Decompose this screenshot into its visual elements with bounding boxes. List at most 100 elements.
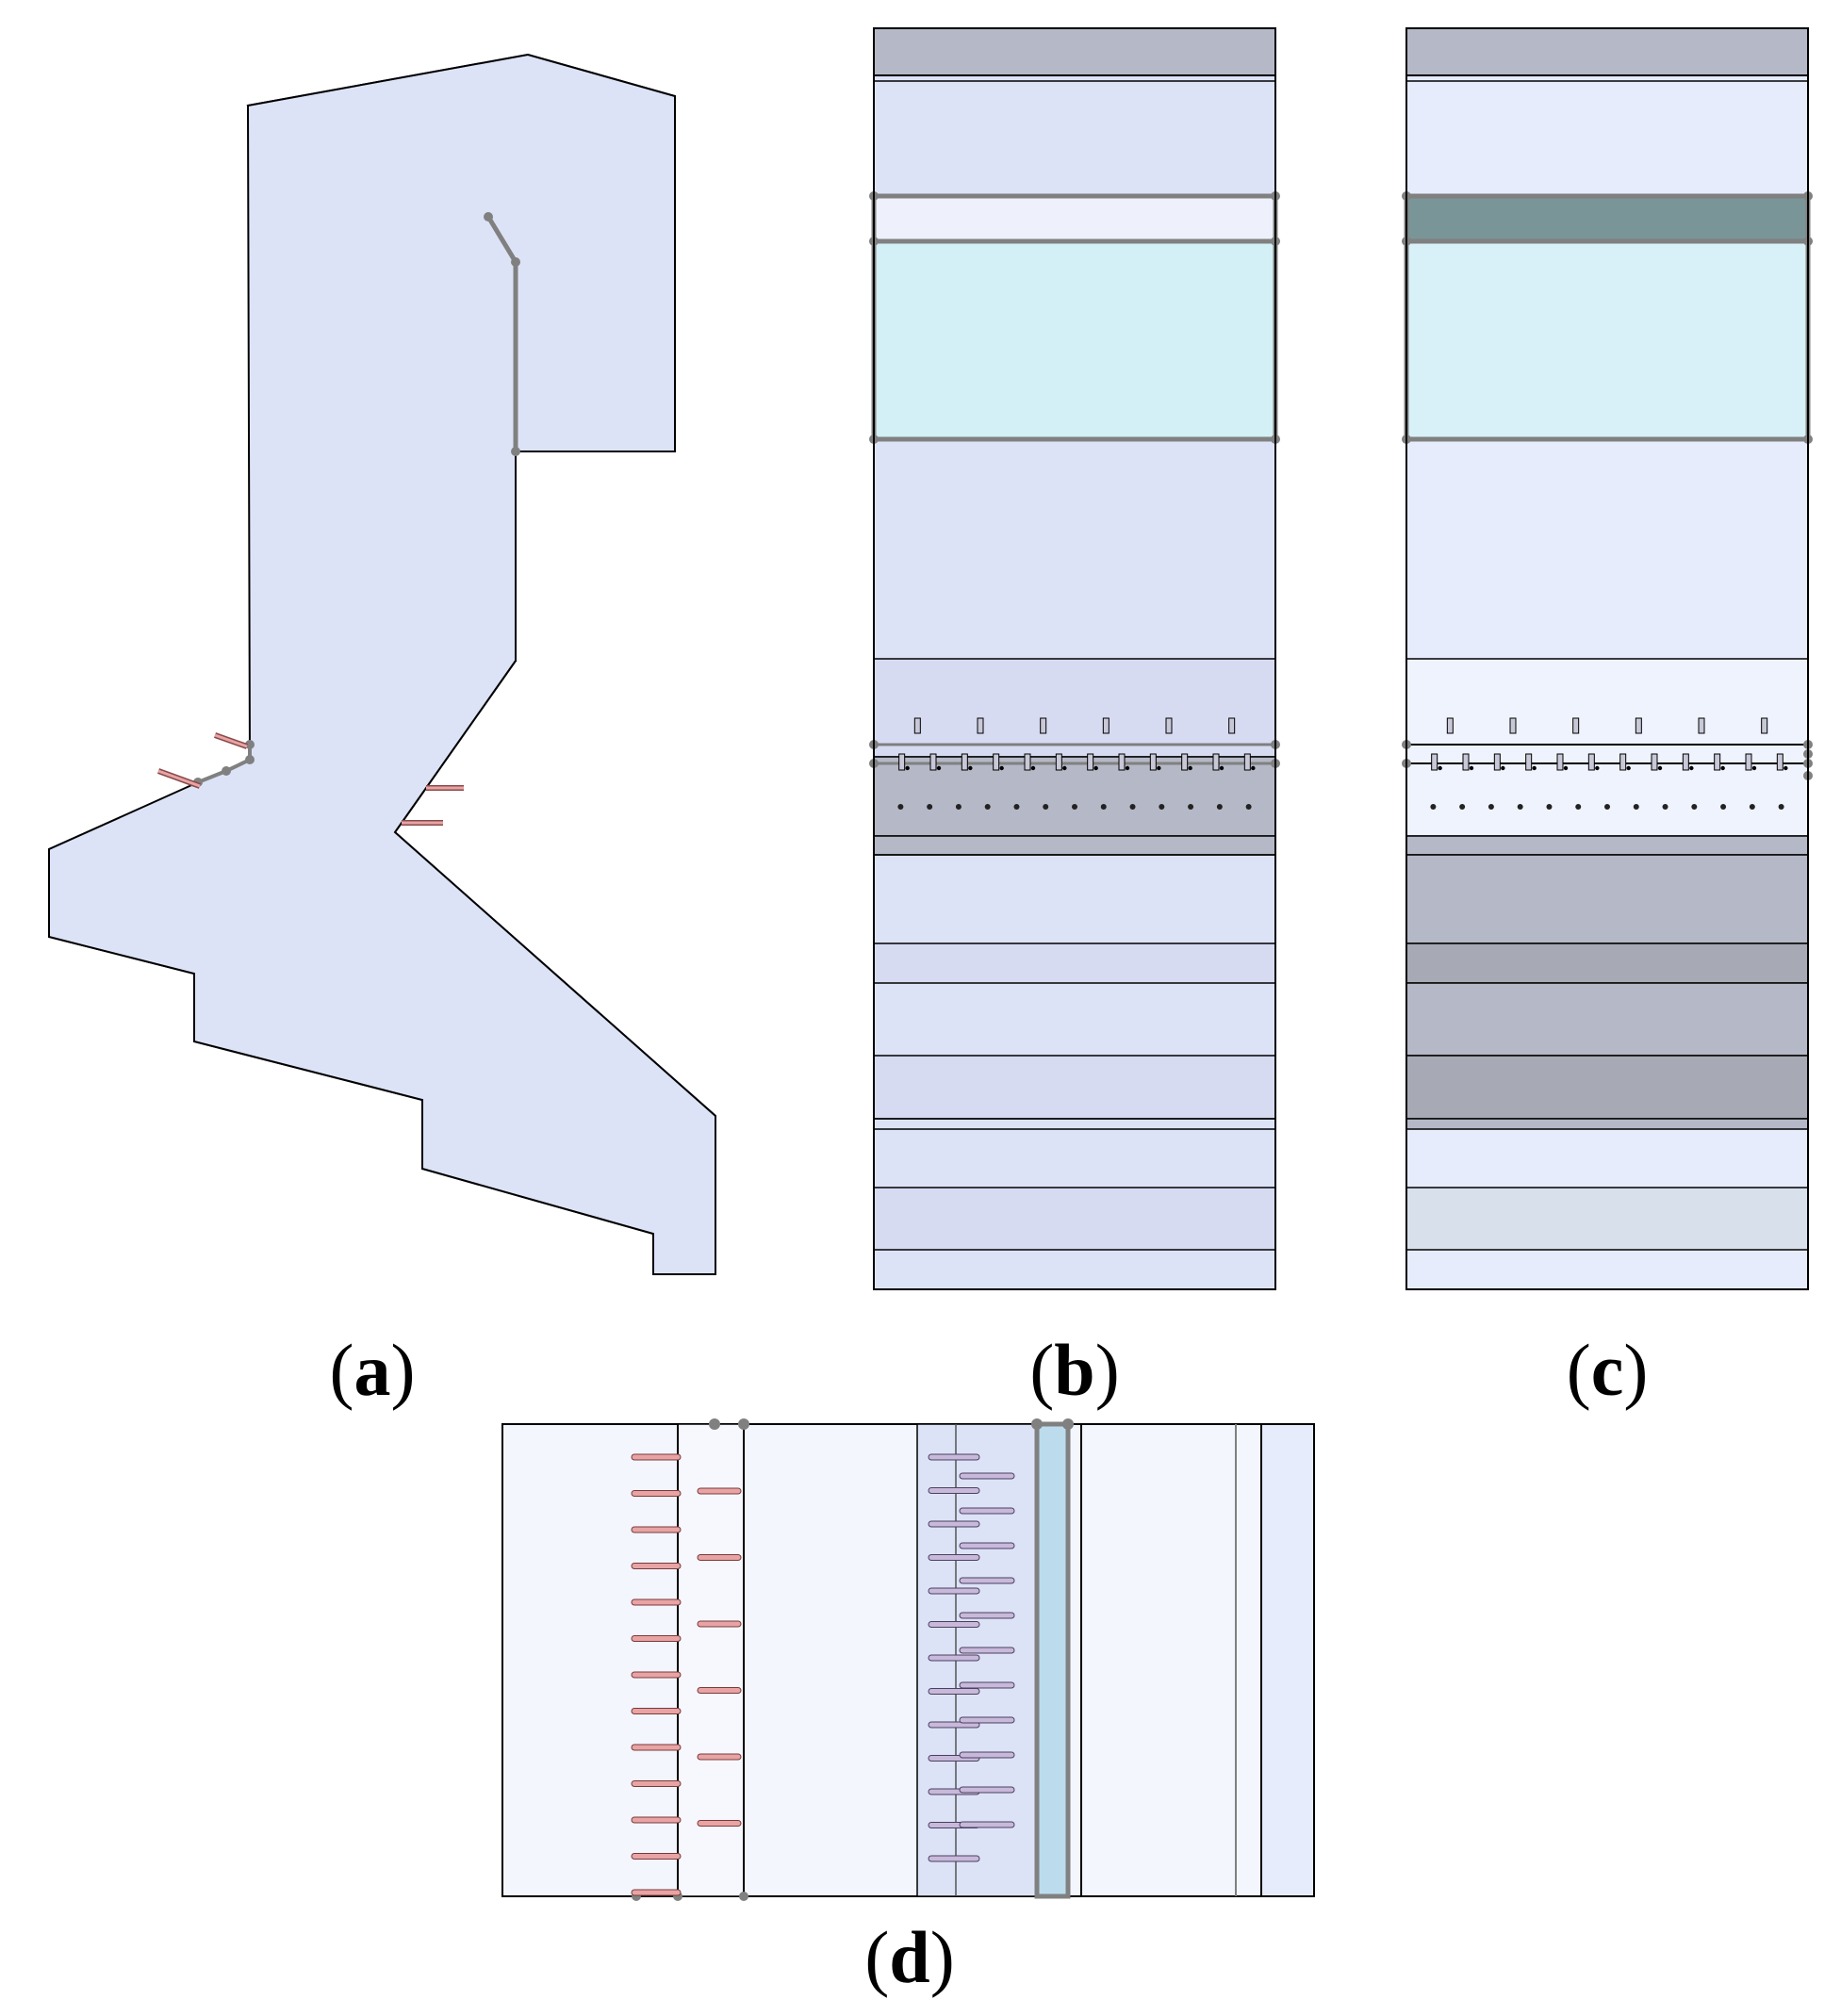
- anchor-bar-icon: [1682, 753, 1689, 771]
- node-dot-icon: [1459, 804, 1466, 810]
- node-dot-icon: [1488, 804, 1494, 810]
- node-dot-icon: [1219, 765, 1225, 771]
- drain-strip: [1034, 1421, 1071, 1899]
- gallery-band: [873, 756, 1276, 837]
- pipe-segment-icon: [928, 1520, 980, 1528]
- anchor-bar-icon: [157, 769, 201, 788]
- pipe-segment-icon: [959, 1681, 1015, 1689]
- node-dot-icon: [1595, 765, 1600, 771]
- pale-band: [873, 942, 1276, 984]
- reservoir-band: [1404, 238, 1811, 442]
- pipe-segment-icon: [928, 1554, 980, 1561]
- node-dot-icon: [1157, 765, 1161, 771]
- pipe-segment-icon: [697, 1687, 742, 1694]
- node-dot-icon: [1188, 765, 1192, 771]
- pipe-segment-icon: [631, 1671, 682, 1679]
- anchor-bar-icon: [1619, 753, 1627, 771]
- anchor-bar-icon: [977, 717, 984, 734]
- node-dot-icon: [936, 765, 942, 771]
- node-dot-icon: [984, 804, 991, 810]
- pipe-segment-icon: [928, 1587, 980, 1595]
- pipe-segment-icon: [959, 1577, 1015, 1584]
- anchor-bar-icon: [1087, 753, 1094, 771]
- anchor-bar-icon: [1462, 753, 1470, 771]
- panel-b: [869, 27, 1280, 1290]
- anchor-bar-icon: [1243, 753, 1251, 771]
- node-dot-icon: [1720, 765, 1725, 771]
- node-dot-icon: [1778, 804, 1784, 810]
- node-dot-icon: [1159, 804, 1165, 810]
- gray-band: [873, 658, 1276, 758]
- foundation-line: [197, 745, 252, 784]
- anchor-bar-icon: [1587, 753, 1595, 771]
- node-dot-icon: [999, 765, 1004, 771]
- node-dot-icon: [1062, 765, 1067, 771]
- node-dot-icon: [1604, 804, 1610, 810]
- node-dot-icon: [222, 766, 231, 776]
- pipe-segment-icon: [959, 1612, 1015, 1619]
- pipe-segment-icon: [959, 1472, 1015, 1480]
- node-dot-icon: [709, 1418, 720, 1430]
- anchor-bar-icon: [1493, 753, 1501, 771]
- pipe-segment-icon: [697, 1554, 742, 1561]
- panel-label-b: (b): [1029, 1329, 1119, 1411]
- pipe-segment-icon: [631, 1453, 682, 1461]
- pipe-segment-icon: [959, 1751, 1015, 1759]
- node-dot-icon: [1563, 765, 1569, 771]
- pipe-segment-icon: [959, 1647, 1015, 1654]
- pale-band: [871, 193, 1278, 244]
- node-dot-icon: [1501, 765, 1505, 771]
- anchor-bar-icon: [913, 717, 921, 734]
- anchor-bar-icon: [1572, 717, 1580, 734]
- dark-band: [1405, 1055, 1809, 1120]
- panel-label-a: (a): [330, 1329, 416, 1411]
- node-dot-icon: [1517, 804, 1523, 810]
- node-dot-icon: [1251, 765, 1256, 771]
- anchor-bar-icon: [1698, 717, 1705, 734]
- node-dot-icon: [1100, 804, 1107, 810]
- pipe-segment-icon: [631, 1889, 682, 1896]
- pipe-segment-icon: [631, 1816, 682, 1824]
- anchor-bar-icon: [1228, 717, 1236, 734]
- anchor-bar-icon: [1525, 753, 1533, 771]
- anchor-bar-icon: [1118, 753, 1126, 771]
- panel-label-d: (d): [864, 1916, 954, 1998]
- anchor-bar-icon: [961, 753, 968, 771]
- node-dot-icon: [927, 804, 933, 810]
- node-dot-icon: [1216, 804, 1223, 810]
- node-dot-icon: [1125, 765, 1130, 771]
- pipe-segment-icon: [631, 1526, 682, 1533]
- node-dot-icon: [1691, 804, 1698, 810]
- downstream-strip: [1260, 1423, 1315, 1897]
- node-dot-icon: [1575, 804, 1582, 810]
- node-dot-icon: [1689, 765, 1694, 771]
- anchor-bar-icon: [1431, 753, 1438, 771]
- node-dot-icon: [1430, 804, 1437, 810]
- node-dot-icon: [245, 755, 255, 764]
- node-dot-icon: [905, 765, 910, 771]
- node-dot-icon: [1657, 765, 1663, 771]
- anchor-bar-icon: [214, 733, 248, 748]
- node-dot-icon: [738, 1418, 749, 1430]
- panel-c: [1402, 27, 1813, 1290]
- anchor-bar-icon: [1651, 753, 1658, 771]
- pipe-segment-icon: [631, 1780, 682, 1787]
- node-dot-icon: [1030, 765, 1036, 771]
- pipe-segment-icon: [928, 1688, 980, 1695]
- node-dot-icon: [1720, 804, 1727, 810]
- pipe-row-c: [1430, 717, 1788, 810]
- anchor-bar-icon: [929, 753, 937, 771]
- node-dot-icon: [968, 765, 973, 771]
- pipe-segment-icon: [928, 1654, 980, 1662]
- anchor-bar-icon: [1181, 753, 1189, 771]
- node-dot-icon: [1749, 804, 1755, 810]
- pale-band: [873, 1055, 1276, 1120]
- pipe-segment-icon: [928, 1855, 980, 1862]
- anchor-bar-icon: [1745, 753, 1752, 771]
- node-dot-icon: [1546, 804, 1553, 810]
- gray-band: [1405, 982, 1809, 1057]
- node-dot-icon: [1129, 804, 1136, 810]
- panel-d: [501, 1418, 1315, 1901]
- node-dot-icon: [1751, 765, 1757, 771]
- anchor-bar-icon: [993, 753, 1000, 771]
